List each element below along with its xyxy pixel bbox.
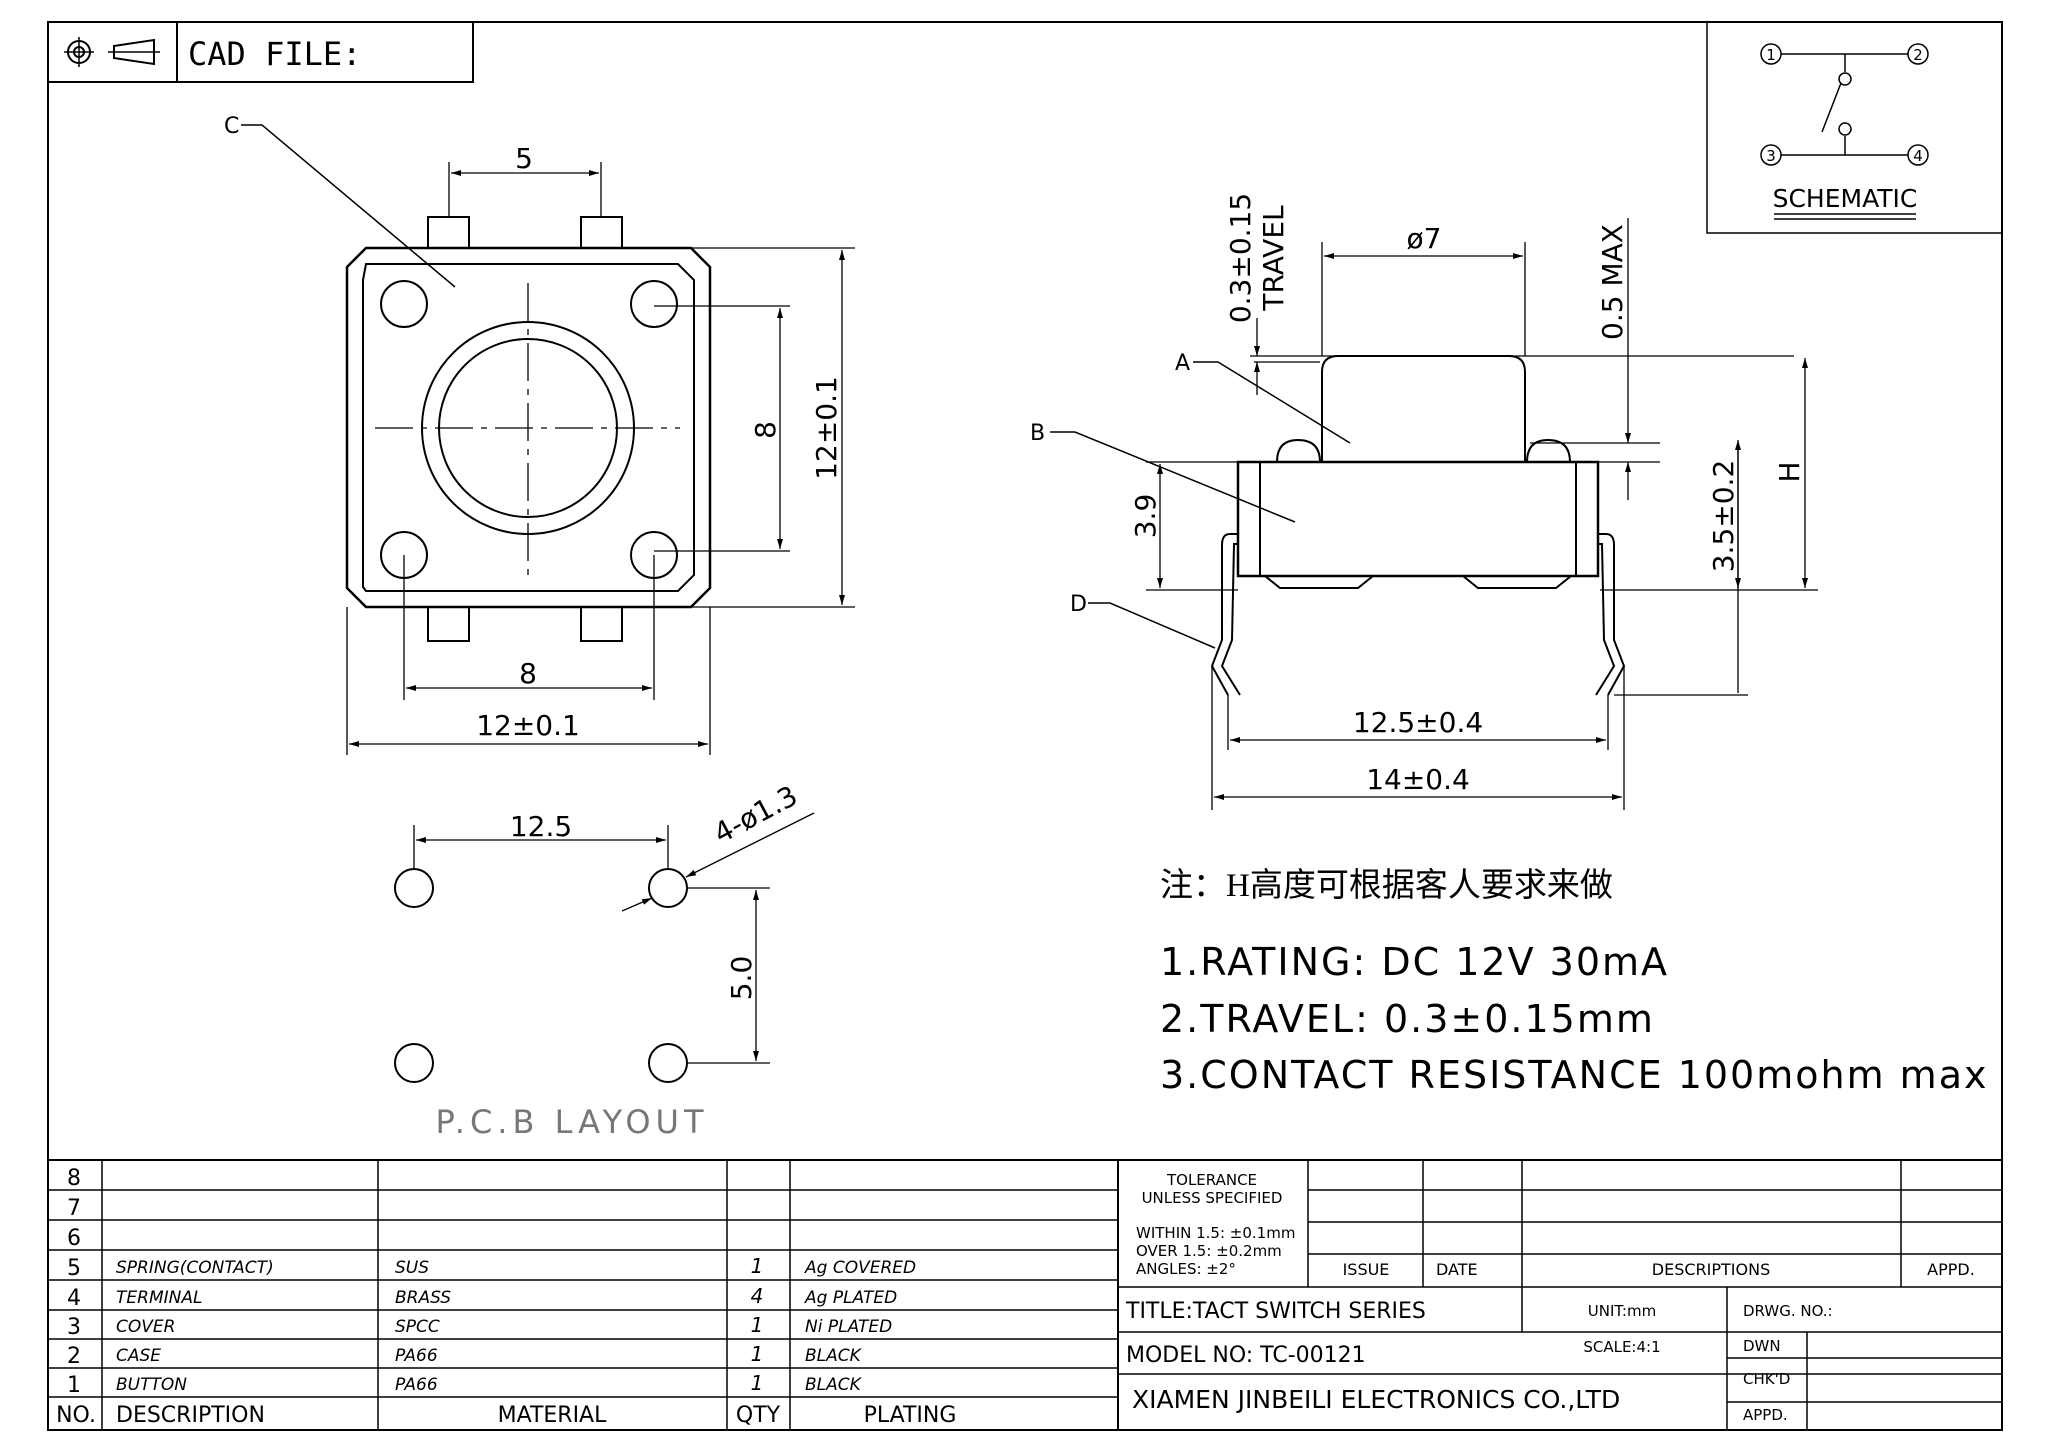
pcb-layout-title: P.C.B LAYOUT: [435, 1103, 708, 1141]
bom-row-description: CASE: [116, 1346, 161, 1366]
schematic-pin-2: 2: [1913, 46, 1923, 64]
pcb-layout: [394, 868, 688, 1083]
company-name: XIAMEN JINBEILI ELECTRONICS CO.,LTD: [1132, 1385, 1620, 1414]
bom-row-plating: Ag PLATED: [804, 1288, 897, 1308]
bom-row-no: 2: [67, 1344, 81, 1369]
bom-header-plating: PLATING: [864, 1403, 957, 1428]
bom-row-material: SUS: [395, 1258, 429, 1278]
bom-row-qty: 1: [751, 1342, 764, 1366]
bom-header-no: NO.: [56, 1403, 96, 1428]
bom-row-no: 1: [67, 1373, 81, 1398]
label-b: B: [1030, 421, 1045, 446]
bom-row-material: PA66: [395, 1375, 438, 1395]
cad-file-label: CAD FILE:: [188, 35, 361, 73]
drwg-no-label: DRWG. NO.:: [1743, 1302, 1833, 1320]
title-block: [1118, 1160, 2002, 1430]
side-view-dimensions: [1146, 218, 1818, 810]
bom-row-description: BUTTON: [116, 1375, 187, 1395]
bom-row-description: COVER: [116, 1317, 175, 1337]
dim-travel: 0.3±0.15: [1224, 193, 1257, 323]
dim-14: 14±0.4: [1366, 763, 1470, 796]
dim-0-5-max: 0.5 MAX: [1596, 224, 1629, 340]
top-view: [241, 124, 712, 642]
bom-row-description: TERMINAL: [116, 1288, 202, 1308]
bom-row-qty: 4: [751, 1284, 764, 1308]
tolerance-within: WITHIN 1.5: ±0.1mm: [1136, 1224, 1295, 1242]
dim-bottom-8: 8: [519, 657, 537, 690]
bom-row-no: 6: [67, 1226, 81, 1251]
schematic-label: SCHEMATIC: [1773, 184, 1918, 213]
dim-12-5: 12.5±0.4: [1353, 706, 1483, 739]
chkd-label: CHK'D: [1743, 1370, 1790, 1388]
bom-row-qty: 1: [751, 1371, 764, 1395]
dwn-label: DWN: [1743, 1337, 1781, 1355]
bom-header-material: MATERIAL: [498, 1403, 607, 1428]
top-view-dimensions: [346, 162, 855, 755]
label-a: A: [1175, 351, 1190, 376]
projection-symbol-icon: [64, 37, 160, 67]
bom-row-description: SPRING(CONTACT): [116, 1258, 274, 1278]
note-rating: 1.RATING: DC 12V 30mA: [1160, 940, 1669, 984]
appd-label: APPD.: [1743, 1406, 1788, 1424]
bom-rows: 8 7 6 5 SPRING(CONTACT) SUS 1 Ag COVERED 4 TERMIN…: [56, 1166, 956, 1428]
dim-width-12: 12±0.1: [476, 709, 580, 742]
schematic-box: 1 2 3 4 SCHEMATIC: [1706, 22, 2002, 234]
scale-text: SCALE:4:1: [1583, 1338, 1660, 1356]
cad-file-box: CAD FILE:: [47, 21, 474, 83]
note-cn: 注：H高度可根据客人要求来做: [1160, 867, 1613, 904]
bom-row-plating: Ni PLATED: [805, 1317, 892, 1337]
appd-header: APPD.: [1927, 1260, 1975, 1279]
bom-row-no: 8: [67, 1166, 81, 1191]
dim-top-5: 5: [515, 142, 533, 175]
bom-row-material: PA66: [395, 1346, 438, 1366]
bom-row-qty: 1: [751, 1313, 764, 1337]
bom-row-no: 7: [67, 1196, 81, 1221]
label-c: C: [224, 114, 239, 139]
tolerance-unless: UNLESS SPECIFIED: [1142, 1189, 1283, 1207]
bom-header-description: DESCRIPTION: [116, 1403, 265, 1428]
title-text: TITLE:TACT SWITCH SERIES: [1125, 1299, 1426, 1324]
schematic-pin-3: 3: [1766, 147, 1776, 165]
note-travel: 2.TRAVEL: 0.3±0.15mm: [1160, 997, 1655, 1041]
bom-row-no: 4: [67, 1286, 81, 1311]
tolerance-label: TOLERANCE: [1166, 1171, 1257, 1189]
bom-row-no: 5: [67, 1256, 81, 1281]
dim-3-5: 3.5±0.2: [1707, 460, 1740, 573]
bom-row-material: SPCC: [395, 1317, 440, 1337]
dim-3-9: 3.9: [1129, 494, 1162, 539]
tolerance-angles: ANGLES: ±2°: [1136, 1260, 1236, 1278]
pcb-dim-5-0: 5.0: [725, 956, 758, 1001]
unit-text: UNIT:mm: [1588, 1302, 1656, 1320]
note-resistance: 3.CONTACT RESISTANCE 100mohm max: [1160, 1053, 1988, 1097]
sheet-border: [47, 21, 2003, 1431]
bom-row-no: 3: [67, 1315, 81, 1340]
dim-h: H: [1773, 461, 1806, 482]
date-header: DATE: [1436, 1260, 1478, 1279]
tolerance-over: OVER 1.5: ±0.2mm: [1136, 1242, 1282, 1260]
issue-header: ISSUE: [1343, 1260, 1390, 1279]
bom-row-plating: BLACK: [805, 1346, 863, 1366]
descriptions-header: DESCRIPTIONS: [1652, 1260, 1770, 1279]
bom-row-plating: Ag COVERED: [804, 1258, 916, 1278]
schematic-pin-4: 4: [1913, 147, 1923, 165]
dim-diameter-7: ø7: [1407, 222, 1442, 255]
pcb-dim-12-5: 12.5: [510, 810, 572, 843]
bom-header-qty: QTY: [736, 1403, 781, 1428]
pcb-dim-hole: 4-ø1.3: [708, 779, 803, 850]
model-no: MODEL NO: TC-00121: [1126, 1343, 1366, 1368]
dim-height-12: 12±0.1: [810, 376, 843, 480]
bom-table: [48, 1159, 2002, 1430]
pcb-dimensions: [413, 812, 815, 1064]
bom-row-qty: 1: [751, 1254, 764, 1278]
schematic-pin-1: 1: [1766, 46, 1776, 64]
label-d: D: [1070, 592, 1087, 617]
bom-row-plating: BLACK: [805, 1375, 863, 1395]
dim-inner-8: 8: [749, 421, 782, 439]
dim-travel-label: TRAVEL: [1257, 205, 1290, 312]
bom-row-material: BRASS: [395, 1288, 451, 1308]
